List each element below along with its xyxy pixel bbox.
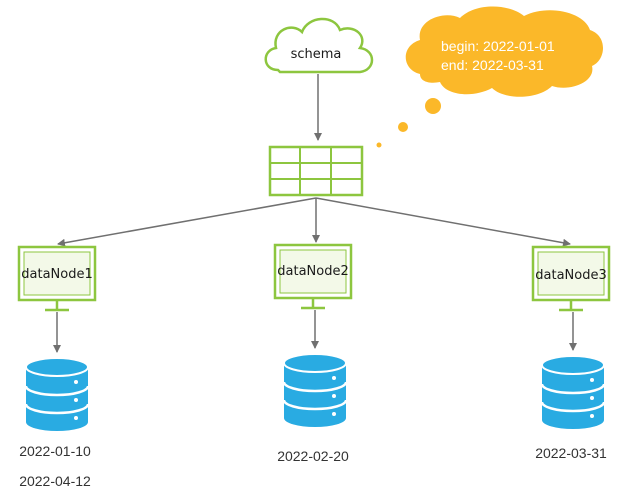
thought-dot-large bbox=[425, 98, 441, 114]
node-3-label: dataNode3 bbox=[535, 268, 606, 283]
node-1-label: dataNode1 bbox=[21, 267, 92, 282]
thought-dot-medium bbox=[398, 122, 408, 132]
node-3-date-1: 2022-03-31 bbox=[535, 445, 607, 461]
database-icon bbox=[282, 353, 348, 427]
bubble-begin-text: begin: 2022-01-01 bbox=[441, 38, 555, 54]
data-node-2: dataNode2 2022-02-20 bbox=[273, 243, 353, 464]
node-1-date-2: 2022-04-12 bbox=[19, 473, 91, 489]
data-node-1: dataNode1 2022-01-10 2022-04-12 bbox=[17, 245, 97, 489]
thought-dot-small bbox=[376, 142, 382, 148]
bubble-end-text: end: 2022-03-31 bbox=[441, 57, 544, 73]
schema-cloud-icon bbox=[264, 17, 374, 74]
monitor-icon bbox=[273, 243, 353, 310]
arrow-table-to-node3 bbox=[315, 197, 571, 247]
node-2-date-1: 2022-02-20 bbox=[277, 448, 349, 464]
node-2-label: dataNode2 bbox=[277, 264, 348, 279]
data-node-3: dataNode3 2022-03-31 bbox=[531, 245, 611, 461]
monitor-icon bbox=[531, 245, 611, 312]
database-icon bbox=[540, 355, 606, 429]
time-range-thought-bubble bbox=[376, 6, 603, 148]
schema-label: schema bbox=[291, 47, 342, 62]
monitor-icon bbox=[17, 245, 97, 312]
database-icon bbox=[24, 357, 90, 431]
metadata-table-icon bbox=[268, 145, 364, 197]
arrow-table-to-node1 bbox=[57, 197, 317, 247]
node-1-date-1: 2022-01-10 bbox=[19, 443, 91, 459]
